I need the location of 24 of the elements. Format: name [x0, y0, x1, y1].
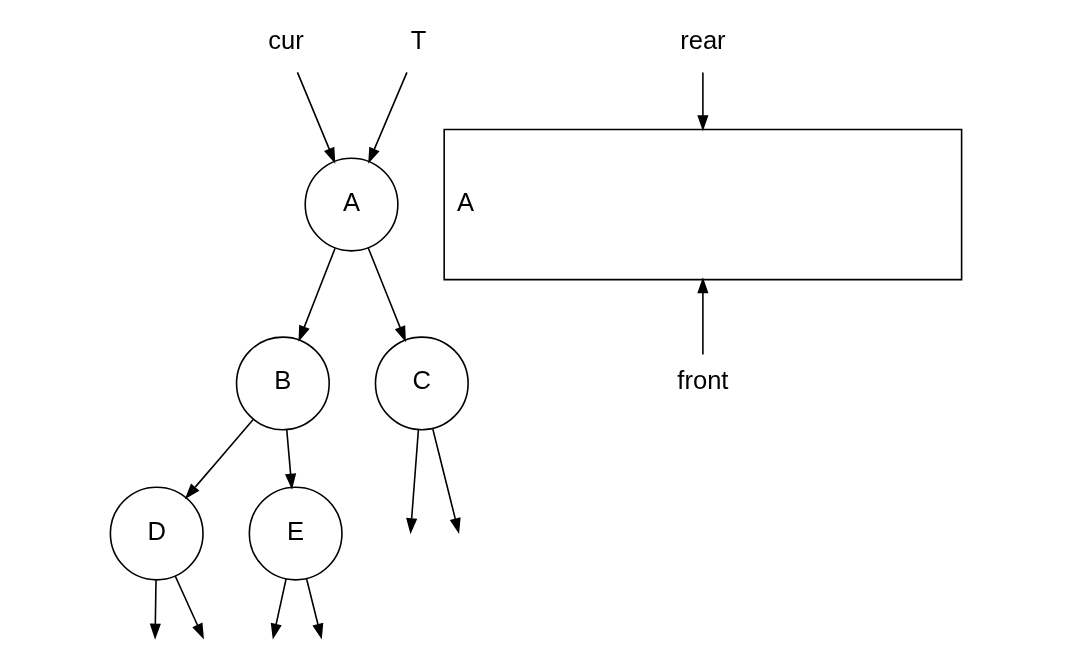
- arrow: [174, 575, 204, 640]
- arrow: [298, 247, 336, 342]
- node-circle: A: [304, 157, 399, 252]
- node-circle: C: [374, 336, 469, 431]
- arrow: [697, 71, 709, 132]
- arrow: [285, 429, 297, 490]
- node-text: rear: [680, 26, 726, 55]
- node-circle: E: [248, 486, 343, 581]
- arrow: [697, 277, 709, 356]
- node-circle: B: [235, 336, 330, 431]
- arrow: [184, 419, 254, 500]
- arrow: [368, 71, 408, 164]
- arrow: [305, 578, 324, 640]
- node-text: T: [410, 26, 427, 55]
- node-text: front: [677, 366, 729, 395]
- arrow: [432, 428, 461, 535]
- arrow: [270, 578, 287, 640]
- node-circle: D: [109, 486, 204, 581]
- arrow: [296, 71, 336, 164]
- arrow: [367, 247, 406, 343]
- node-box: A: [443, 128, 963, 281]
- arrow: [149, 579, 161, 640]
- arrow: [406, 429, 420, 535]
- node-text: cur: [268, 26, 304, 55]
